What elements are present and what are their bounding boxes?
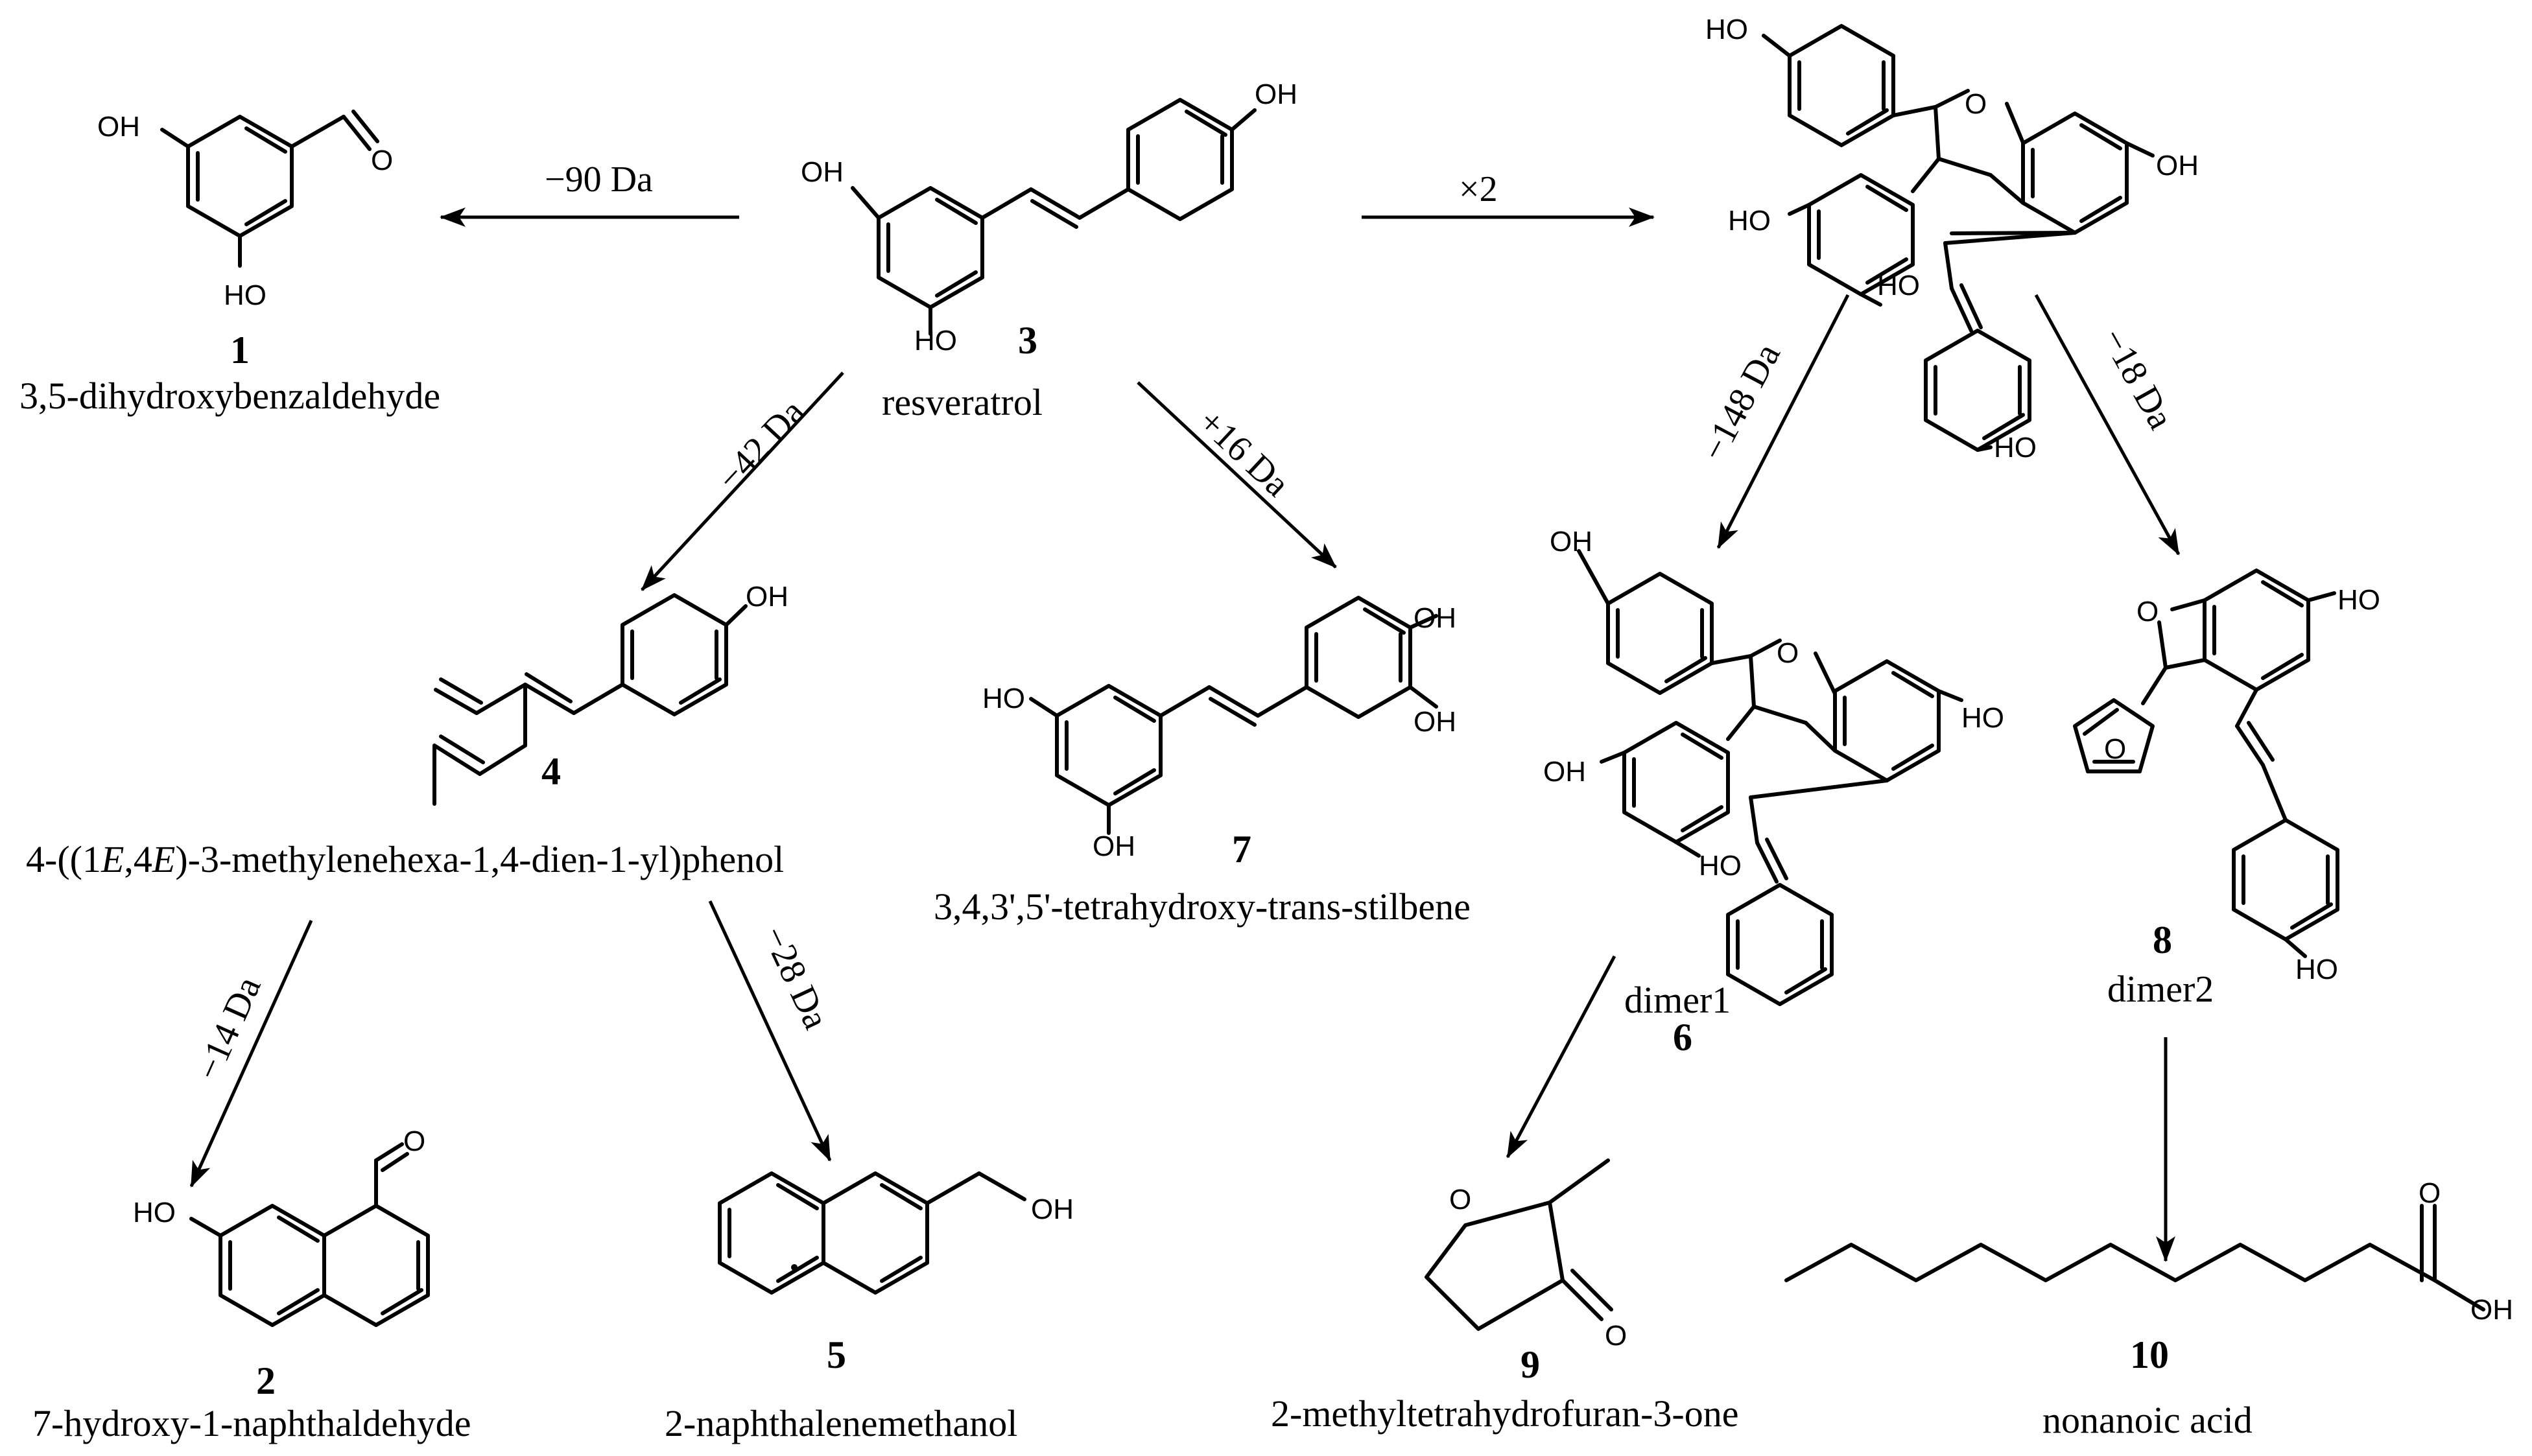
atom-label-o: O — [1605, 1320, 1627, 1352]
structure-dimer2: O HO O HO — [2073, 569, 2380, 985]
atom-label-ho: HO — [1961, 702, 2004, 734]
compound-name-7: 3,4,3',5'-tetrahydroxy-trans-stilbene — [934, 886, 1471, 928]
compound-number-3: 3 — [1018, 319, 1037, 362]
atom-label-oh: OH — [1414, 706, 1456, 738]
atom-label-ho: HO — [1699, 850, 1742, 882]
arrow-label-minus-148: −148 Da — [1694, 337, 1788, 467]
arrow-4-to-5 — [708, 900, 832, 1162]
atom-label-oh: OH — [1543, 756, 1586, 788]
arrow-dimer-to-8 — [2034, 294, 2181, 556]
compound-number-8: 8 — [2153, 919, 2172, 961]
arrow-label-minus-28: −28 Da — [754, 920, 836, 1035]
arrow-6-to-9 — [1506, 955, 1616, 1158]
atom-label-o: O — [2104, 733, 2126, 765]
compound-name-2: 7-hydroxy-1-naphthaldehyde — [32, 1402, 471, 1444]
atom-label-oh: OH — [1414, 602, 1456, 634]
atom-label-ho: HO — [2295, 954, 2338, 985]
compound-number-10: 10 — [2130, 1333, 2169, 1376]
compound-name-1: 3,5-dihydroxybenzaldehyde — [19, 375, 440, 417]
atom-label-o: O — [371, 145, 393, 176]
atom-label-oh: OH — [1031, 1193, 1074, 1225]
structure-3-5-dihydroxybenzaldehyde: OH HO O — [97, 110, 393, 311]
compound-number-6: 6 — [1673, 1016, 1692, 1059]
compound-name-8: dimer2 — [2107, 968, 2214, 1010]
compound-number-1: 1 — [230, 329, 250, 371]
atom-label-ho: HO — [133, 1197, 176, 1228]
atom-label-ho: HO — [1728, 205, 1771, 237]
atom-label-o: O — [403, 1125, 425, 1157]
atom-label-o: O — [2419, 1177, 2441, 1209]
atom-label-ho: HO — [224, 279, 266, 311]
atom-label-oh: OH — [1550, 526, 1592, 558]
structure-tetrahydroxy-stilbene: HO OH OH OH — [982, 596, 1456, 862]
atom-label-o: O — [2136, 596, 2159, 628]
atom-label-oh: OH — [97, 111, 140, 143]
arrow-label-minus-18: −18 Da — [2094, 322, 2181, 436]
compound-name-9: 2-methyltetrahydrofuran-3-one — [1271, 1392, 1739, 1435]
structure-resveratrol-dimer: HO O OH HO HO HO — [1705, 14, 2199, 464]
atom-label-oh: OH — [2470, 1294, 2513, 1326]
atom-label-ho: HO — [982, 683, 1025, 714]
compound-number-4: 4 — [541, 750, 561, 793]
arrow-3-to-7 — [1137, 381, 1337, 569]
compound-name-6: dimer1 — [1624, 979, 1731, 1021]
atom-label-o: O — [1449, 1184, 1471, 1215]
atom-label-ho: HO — [2337, 584, 2380, 616]
structure-methylenehexadienylphenol: OH — [432, 581, 788, 806]
arrow-label-times-2: ×2 — [1459, 169, 1498, 209]
atom-label-ho: HO — [1877, 270, 1920, 301]
arrow-label-minus-14: −14 Da — [188, 970, 269, 1086]
structure-7-hydroxy-1-naphthaldehyde: HO O — [133, 1125, 430, 1327]
atom-label-oh: OH — [801, 156, 844, 188]
structure-2-naphthalenemethanol: OH — [718, 1171, 1074, 1295]
atom-label-ho: HO — [1994, 432, 2037, 464]
atom-label-oh: OH — [746, 581, 788, 613]
arrow-label-minus-90: −90 Da — [545, 159, 653, 200]
atom-label-ho: HO — [914, 325, 957, 357]
structure-nonanoic-acid: O OH — [1784, 1177, 2513, 1326]
atom-label-oh: OH — [1255, 78, 1297, 110]
structure-2-methyltetrahydrofuran-3-one: O O — [1425, 1158, 1627, 1352]
arrow-dimer-to-6 — [1716, 294, 1850, 549]
arrow-3-to-4 — [641, 371, 844, 591]
arrow-label-minus-42: −42 Da — [709, 392, 812, 498]
compound-name-10: nonanoic acid — [2042, 1399, 2253, 1441]
compound-name-4: 4-((1E,4E)-3-methylenehexa-1,4-dien-1-yl… — [26, 838, 784, 880]
atom-label-o: O — [1965, 88, 1987, 120]
arrow-label-plus-16: +16 Da — [1190, 401, 1297, 504]
structure-resveratrol: OH HO OH — [801, 78, 1297, 357]
compound-name-3: resveratrol — [882, 381, 1043, 423]
atom-label-o: O — [1777, 637, 1799, 669]
compound-number-9: 9 — [1520, 1343, 1540, 1386]
atom-label-oh: OH — [2156, 150, 2199, 182]
compound-number-7: 7 — [1232, 828, 1251, 871]
arrow-4-to-2 — [189, 919, 313, 1188]
compound-number-5: 5 — [827, 1333, 846, 1376]
structure-dimer1: OH O HO OH HO — [1543, 526, 2004, 1006]
compound-number-2: 2 — [256, 1359, 276, 1402]
atom-label-oh: OH — [1093, 830, 1135, 862]
atom-label-ho: HO — [1705, 14, 1748, 45]
compound-name-5: 2-naphthalenemethanol — [665, 1402, 1017, 1444]
